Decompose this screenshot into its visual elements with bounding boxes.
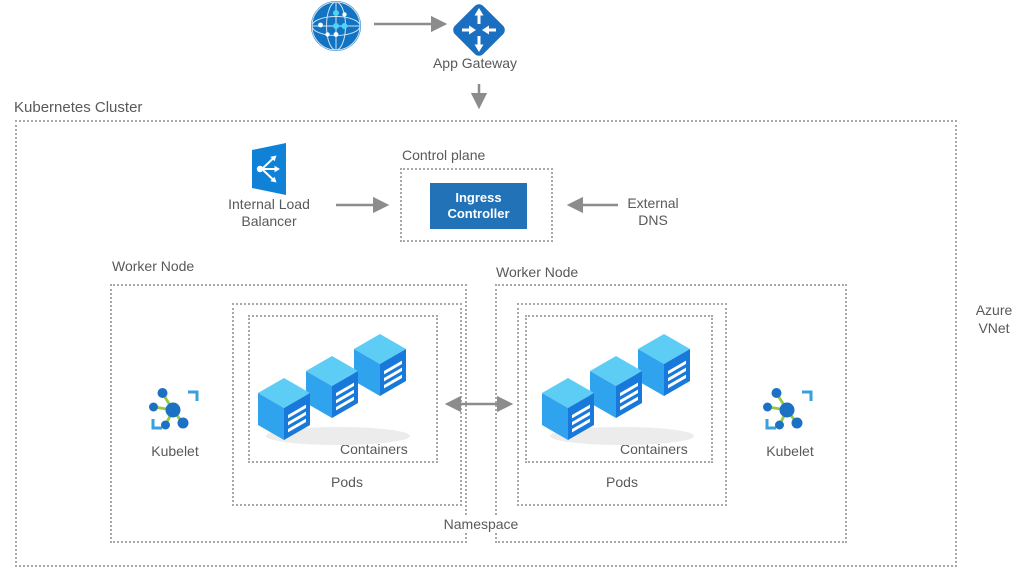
containers-cubes-icon — [542, 334, 694, 445]
worker-node-box-right — [495, 284, 847, 543]
app-gateway-icon — [453, 4, 505, 56]
globe-icon — [311, 1, 361, 51]
pods-label-right: Pods — [606, 474, 638, 490]
control-plane-label: Control plane — [402, 147, 486, 163]
internal-load-balancer-label: Internal Load Balancer — [228, 196, 310, 229]
containers-cubes-icon — [258, 334, 410, 445]
kubelet-icon — [149, 388, 199, 430]
kubelet-label-left: Kubelet — [151, 443, 199, 459]
load-balancer-icon — [252, 143, 286, 195]
containers-box-left — [248, 315, 438, 463]
containers-box-right — [525, 315, 713, 463]
worker-node-label-left: Worker Node — [112, 258, 195, 274]
namespace-label: Namespace — [431, 515, 531, 534]
pods-box-right — [517, 303, 727, 506]
ingress-controller-block: Ingress Controller — [430, 183, 527, 229]
kubelet-label-right: Kubelet — [766, 443, 814, 459]
app-gateway-label: App Gateway — [432, 55, 518, 71]
external-dns-label: External DNS — [627, 195, 679, 228]
cube-middle — [306, 356, 358, 418]
containers-label-right: Containers — [620, 441, 688, 457]
cube-front — [258, 378, 310, 440]
cube-back — [354, 334, 406, 396]
pods-label-left: Pods — [331, 474, 363, 490]
kubernetes-cluster-box — [15, 120, 957, 567]
worker-node-label-right: Worker Node — [496, 264, 579, 280]
worker-node-box-left — [110, 284, 467, 543]
cluster-title: Kubernetes Cluster — [14, 99, 143, 116]
control-plane-box — [400, 168, 553, 242]
kubelet-icon — [763, 388, 813, 430]
ingress-controller-label: Ingress Controller — [447, 189, 510, 221]
azure-vnet-label: Azure VNet — [975, 302, 1013, 336]
containers-label-left: Containers — [340, 441, 408, 457]
